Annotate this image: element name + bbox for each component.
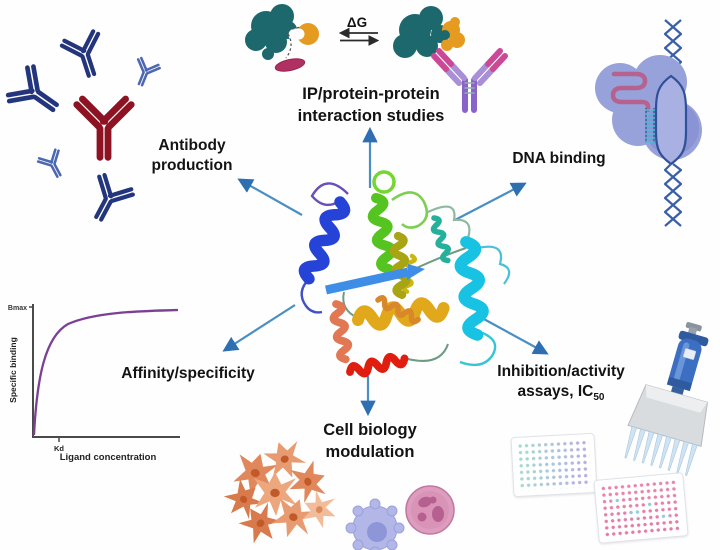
dna-helix-bottom (663, 163, 683, 227)
central-protein-structure (262, 170, 511, 403)
beta-strand-arrow (325, 264, 425, 295)
bmax-label: Bmax (8, 305, 27, 312)
dna-binding-illustration (595, 19, 702, 227)
antibody-production-label: Antibody production (151, 137, 233, 175)
small-antibody (128, 55, 162, 91)
cells-illustration (218, 435, 455, 550)
ligand-orange-blob (440, 17, 465, 51)
arrow-to-affinity (222, 304, 296, 352)
dna-binding-label: DNA binding (512, 150, 606, 167)
ip-unbound-complex-illustration (245, 4, 319, 72)
ip-bound-complex-illustration (393, 6, 508, 113)
binding-curve-graph: Bmax Specific binding Kd Ligand concentr… (8, 304, 180, 463)
pipette-tips (624, 426, 698, 476)
x-axis-label: Ligand concentration (60, 452, 157, 463)
inhibition-label: Inhibition/activity assays, IC50 (497, 363, 625, 404)
affinity-label: Affinity/specificity (121, 365, 255, 382)
kd-label: Kd (54, 444, 64, 453)
detection-antibody (431, 48, 508, 113)
microplate-gradient (510, 432, 598, 498)
multichannel-pipette (624, 322, 709, 476)
red-antibody (77, 99, 131, 157)
microplate-pink (593, 472, 689, 544)
navy-antibody (6, 64, 67, 124)
navy-antibody (61, 30, 110, 81)
arrow-to-antibody-production (237, 178, 303, 216)
dna-loop-through-protein (654, 74, 688, 166)
hybrid-ladder (645, 108, 655, 143)
loop-strands (300, 170, 511, 367)
antibody-cluster-illustration (5, 20, 162, 227)
equilibrium-arrows (338, 27, 380, 46)
arrow-to-dna-binding (454, 182, 527, 221)
rna-serpentine (610, 71, 651, 113)
delta-g-label: ΔG (346, 15, 368, 30)
y-axis-label: Specific binding (8, 337, 18, 403)
alpha-helices-lower (331, 296, 445, 377)
alpha-helices (302, 197, 486, 336)
navy-antibody (82, 173, 135, 227)
arrow-to-inhibition (481, 317, 549, 355)
bait-protein-blob (245, 4, 297, 60)
cell-biology-label: Cell biology modulation (323, 421, 417, 461)
ip-studies-label: IP/protein-protein interaction studies (297, 85, 445, 125)
ligand-orange-blob (293, 23, 319, 45)
small-antibody (35, 147, 71, 183)
pink-cell (405, 485, 455, 535)
purple-cell (345, 498, 405, 550)
graph-axes (32, 304, 180, 438)
binding-curve (32, 308, 179, 436)
peptide-magenta (274, 58, 306, 72)
